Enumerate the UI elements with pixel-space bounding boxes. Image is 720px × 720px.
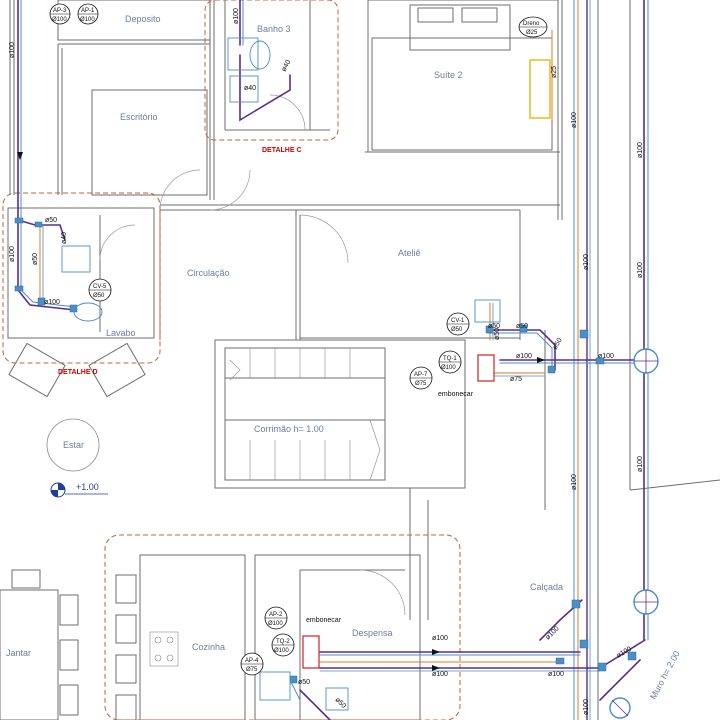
pipe-label-atelie-100b: ø100 [598, 353, 614, 360]
pipe-label-right-100c: ø100 [583, 254, 590, 270]
pipe-label-atelie-50d: ø50 [552, 337, 564, 351]
room-label-lavabo: Lavabo [106, 328, 136, 338]
tag-cv1-bottom: Ø50 [451, 327, 463, 333]
room-label-circulacao: Circulação [187, 268, 230, 278]
room-label-cozinha: Cozinha [192, 642, 225, 652]
room-label-suite2: Suíte 2 [434, 70, 463, 80]
tag-tq2-bottom: Ø100 [274, 648, 289, 654]
pipe-label-atelie-100a: ø100 [516, 353, 532, 360]
pipe-label-banho-100: ø100 [233, 8, 240, 24]
tag-tq2-top: TQ-2 [276, 639, 290, 645]
dreno-box [529, 59, 551, 119]
embonecar-label-upper: embonecar [438, 391, 474, 398]
pipe-label-atelie-50a: ø50 [488, 323, 500, 330]
pipe-label-banho-40a: ø40 [281, 59, 293, 73]
room-label-atelie: Ateliê [398, 248, 421, 258]
pipe-label-left-100: ø100 [9, 42, 16, 58]
room-label-deposito: Deposito [125, 14, 161, 24]
tag-dreno-top: Dreno [523, 21, 540, 27]
inspection-boxes [609, 348, 659, 719]
pipe-label-calcada-100a: ø100 [544, 625, 560, 641]
pipe-label-banho-40b: ø40 [244, 85, 256, 92]
pipe-network [17, 0, 651, 720]
tag-cv5-bottom: Ø50 [93, 293, 105, 299]
pipe-label-lavabo-100: ø100 [9, 246, 16, 262]
estar-table [46, 418, 100, 472]
tag-cv1-top: CV-1 [451, 318, 465, 324]
level-marker-icon [50, 482, 108, 498]
room-label-calcada: Calçada [530, 582, 563, 592]
detail-borders [2, 0, 461, 720]
tag-ap3-top: AP-3 [53, 8, 67, 14]
pipe-label-lavabo-100b: ø100 [44, 299, 60, 306]
room-label-escritorio: Escritório [120, 112, 158, 122]
pipe-label-right-100b: ø100 [637, 142, 644, 158]
tube-box-tq1 [477, 354, 495, 382]
room-label-despensa: Despensa [352, 628, 393, 638]
pipe-label-atelie-75: ø75 [510, 376, 522, 383]
room-label-estar: Estar [63, 440, 84, 450]
cooktop [149, 631, 179, 667]
pipe-label-right-100d: ø100 [637, 262, 644, 278]
pipe-label-dreno-25: ø25 [551, 66, 558, 78]
tag-ap1-bottom: Ø100 [80, 17, 95, 23]
pipe-label-lavabo-50b: ø50 [32, 253, 39, 265]
tube-box-tq2 [302, 635, 320, 669]
pipe-label-kitchen-100b: ø100 [432, 671, 448, 678]
tag-ap7-top: AP-7 [414, 372, 428, 378]
pipe-label-right-100a: ø100 [571, 112, 578, 128]
tag-dreno-bottom: Ø25 [526, 30, 538, 36]
tag-tq1-bottom: Ø100 [441, 365, 456, 371]
tag-tq1-top: TQ-1 [443, 356, 457, 362]
pipe-label-right-100e: ø100 [571, 474, 578, 490]
fixtures [61, 37, 501, 711]
pipe-fittings [14, 217, 637, 684]
room-label-jantar: Jantar [6, 648, 31, 658]
pipe-label-right-100f: ø100 [637, 456, 644, 472]
pipe-label-atelie-50b: ø50 [516, 323, 528, 330]
embonecar-label-lower: embonecar [306, 617, 342, 624]
stair-treads [229, 348, 381, 481]
tag-ap3-bottom: Ø100 [52, 17, 67, 23]
pipe-label-kitchen-100a: ø100 [432, 635, 448, 642]
tag-ap4-top: AP-4 [245, 658, 259, 664]
tag-ap4-bottom: Ø75 [246, 667, 258, 673]
tag-ap1-top: AP-1 [81, 8, 95, 14]
detail-c-label: DETALHE C [262, 147, 302, 154]
inspection-box-marks [611, 349, 658, 717]
tag-ap2-bottom: Ø100 [268, 621, 283, 627]
pipe-label-kitchen-100c: ø100 [548, 671, 564, 678]
level-label: +1.00 [76, 482, 99, 492]
pipe-label-right-100g: ø100 [583, 699, 590, 715]
tag-dividers [50, 13, 547, 665]
tag-cv5-top: CV-5 [93, 284, 107, 290]
tag-ap2-top: AP-2 [269, 612, 283, 618]
pipe-label-lavabo-50a: ø50 [45, 217, 57, 224]
wall-label-muro: Muro h= 2.00 [648, 649, 682, 701]
pipe-label-atelie-50c: ø50 [494, 328, 501, 340]
pipe-label-kitchen-50: ø50 [298, 679, 310, 686]
room-label-banho3: Banho 3 [257, 24, 291, 34]
detail-d-label: DETALHE D [58, 369, 98, 376]
pipe-label-lavabo-40: ø40 [61, 232, 68, 244]
stair-handrail-label: Corrimão h= 1.00 [254, 424, 324, 434]
flow-arrows [17, 152, 545, 671]
tag-ap7-bottom: Ø75 [415, 381, 427, 387]
pipe-label-kitchen-50b: ø50 [334, 696, 348, 710]
door-swings [99, 94, 406, 616]
